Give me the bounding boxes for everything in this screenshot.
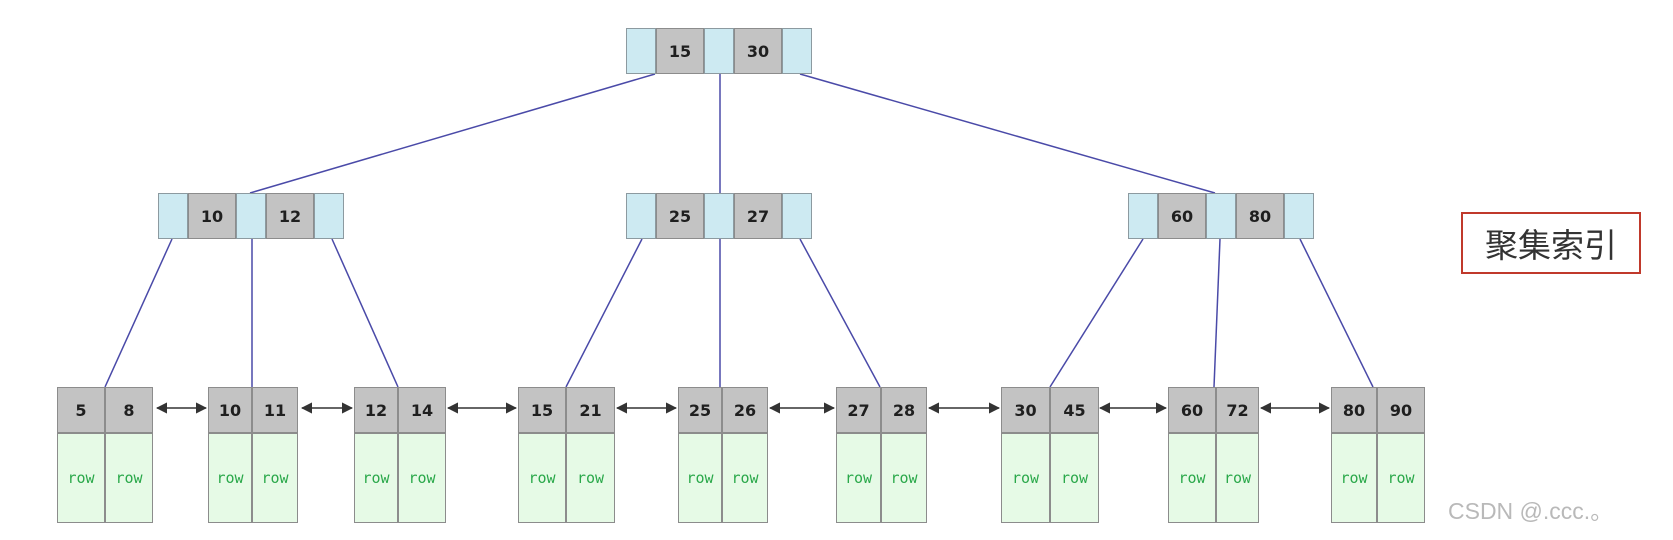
edge-root-internal-0 <box>249 73 656 194</box>
leaf-key: 10 <box>208 387 252 433</box>
leaf-key: 72 <box>1216 387 1259 433</box>
leaf-row: row <box>105 433 153 523</box>
leaf-key: 80 <box>1331 387 1377 433</box>
pointer-cell <box>704 28 734 74</box>
leaf-row: row <box>518 433 566 523</box>
pointer-cell <box>1206 193 1236 239</box>
leaf-key: 8 <box>105 387 153 433</box>
clustered-index-label: 聚集索引 <box>1461 212 1641 274</box>
pointer-cell <box>1284 193 1314 239</box>
root-key: 15 <box>656 28 704 74</box>
leaf-row: row <box>208 433 252 523</box>
leaf-row: row <box>354 433 398 523</box>
edge-internal1-leaf5 <box>799 238 881 388</box>
leaf-row: row <box>1168 433 1216 523</box>
root-key: 30 <box>734 28 782 74</box>
internal-key: 10 <box>188 193 236 239</box>
internal-node-0: 10 12 <box>158 193 344 239</box>
leaf-row: row <box>881 433 927 523</box>
leaf-key: 15 <box>518 387 566 433</box>
leaf-key: 12 <box>354 387 398 433</box>
edge-internal2-leaf6 <box>1049 238 1144 388</box>
edge-internal1-leaf3 <box>565 238 643 388</box>
leaf-key: 14 <box>398 387 446 433</box>
leaf-row: row <box>678 433 722 523</box>
root-node: 15 30 <box>626 28 812 74</box>
leaf-row: row <box>1331 433 1377 523</box>
leaf-row: row <box>1050 433 1099 523</box>
leaf-row: row <box>836 433 881 523</box>
pointer-cell <box>626 28 656 74</box>
internal-key: 25 <box>656 193 704 239</box>
leaf-row: row <box>398 433 446 523</box>
leaf-row: row <box>57 433 105 523</box>
pointer-cell <box>782 193 812 239</box>
leaf-row: row <box>566 433 615 523</box>
leaf-key: 21 <box>566 387 615 433</box>
edge-internal0-leaf2 <box>331 238 399 388</box>
pointer-cell <box>1128 193 1158 239</box>
leaf-key: 26 <box>722 387 768 433</box>
internal-key: 80 <box>1236 193 1284 239</box>
edge-internal2-leaf8 <box>1299 238 1374 388</box>
leaf-key: 11 <box>252 387 298 433</box>
internal-node-2: 60 80 <box>1128 193 1314 239</box>
pointer-cell <box>782 28 812 74</box>
leaf-key: 28 <box>881 387 927 433</box>
leaf-row: row <box>722 433 768 523</box>
edge-root-internal-2 <box>799 73 1216 194</box>
leaf-key: 27 <box>836 387 881 433</box>
edge-internal2-leaf7 <box>1213 238 1221 388</box>
leaf-key: 30 <box>1001 387 1050 433</box>
watermark: CSDN @.ccc.。 <box>1448 498 1614 524</box>
pointer-cell <box>704 193 734 239</box>
leaf-row: row <box>1216 433 1259 523</box>
leaf-key: 25 <box>678 387 722 433</box>
leaf-key: 5 <box>57 387 105 433</box>
leaf-row: row <box>252 433 298 523</box>
pointer-cell <box>314 193 344 239</box>
internal-node-1: 25 27 <box>626 193 812 239</box>
leaf-row: row <box>1001 433 1050 523</box>
internal-key: 12 <box>266 193 314 239</box>
edge-internal0-leaf0 <box>104 238 173 388</box>
pointer-cell <box>158 193 188 239</box>
pointer-cell <box>236 193 266 239</box>
leaf-key: 45 <box>1050 387 1099 433</box>
internal-key: 27 <box>734 193 782 239</box>
leaf-row: row <box>1377 433 1425 523</box>
pointer-cell <box>626 193 656 239</box>
leaf-key: 90 <box>1377 387 1425 433</box>
leaf-key: 60 <box>1168 387 1216 433</box>
internal-key: 60 <box>1158 193 1206 239</box>
